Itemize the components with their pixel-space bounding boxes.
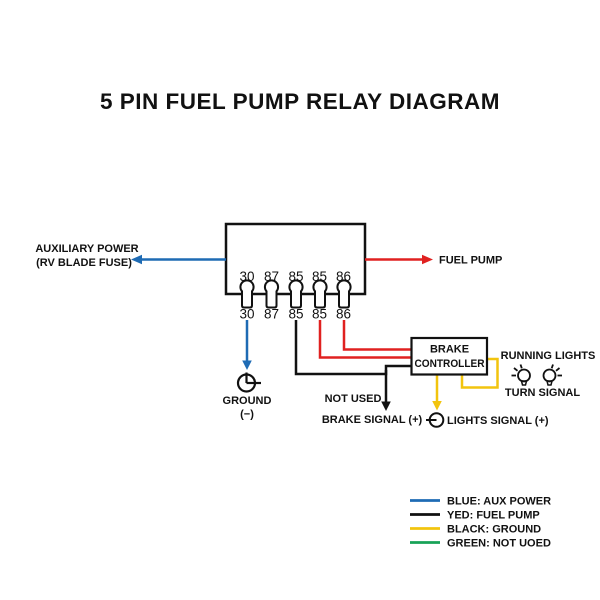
ground-symbol-icon [236,372,261,393]
red-wire-86 [342,320,412,351]
legend-label-aux-power: BLUE: AUX POWER [447,496,551,508]
lights-signal-symbol-icon [426,412,445,428]
turn-signal-label: TURN SIGNAL [505,387,580,399]
bulb-left-glass [517,368,531,383]
pin-label-bottom-85b: 85 [312,307,327,322]
relay-pin-30 [239,279,255,309]
lights-signal-arrowhead-icon [432,401,442,411]
black-wire [294,320,412,376]
relay-pin-85a [288,279,304,309]
pin-label-bottom-30: 30 [239,307,254,322]
pin-label-top-87: 87 [264,269,279,284]
aux-power-arrowhead-icon [131,254,142,265]
bulb-right-glass [542,368,557,383]
legend-label-ground: BLACK: GROUND [447,524,541,536]
not-used-label: NOT USED [325,393,382,405]
legend-label-not-used: GREEN: NOT UOED [447,538,551,550]
brake-controller-label-line2: CONTROLLER [415,358,485,370]
brake-controller-label-line1: BRAKE [430,344,469,356]
fuel-pump-arrowhead-icon [422,254,433,265]
brake-signal-label: BRAKE SIGNAL (+) [322,414,423,426]
red-wire-85 [318,320,412,359]
ground-arrowhead-icon [242,360,252,370]
bulb-left-base [520,380,528,386]
bulb-right-icon [542,364,562,386]
brake-controller-box [410,336,489,376]
bulb-right-base [546,380,553,386]
ground-label: GROUND [223,395,272,407]
bulb-left-ray2 [513,367,519,372]
fuel-pump-label: FUEL PUMP [439,255,502,267]
pin-label-bottom-86: 86 [336,307,351,322]
yellow-loop-wire [460,357,499,389]
pin-label-top-85a: 85 [288,269,303,284]
bulb-right-ray2 [555,367,561,372]
pin-label-top-86: 86 [336,269,351,284]
legend: BLUE: AUX POWER YED: FUEL PUMP BLACK: GR… [410,496,551,550]
pin-label-bottom-87: 87 [264,307,279,322]
aux-power-label-line1: AUXILIARY POWER [35,243,138,255]
aux-power-label-line2: (RV BLADE FUSE) [36,257,132,269]
pin-label-top-30: 30 [239,269,254,284]
bulb-left-ray3 [519,364,523,369]
diagram-title: 5 PIN FUEL PUMP RELAY DIAGRAM [100,89,500,114]
bulb-left-icon [511,364,531,386]
brake-signal-arrowhead-icon [381,401,391,411]
legend-label-fuel-pump: YED: FUEL PUMP [447,510,540,522]
relay-pin-87 [263,279,280,309]
running-lights-label: RUNNING LIGHTS [501,350,596,362]
pin-label-bottom-85a: 85 [288,307,303,322]
relay-pin-86 [336,279,352,309]
lights-signal-label: LIGHTS SIGNAL (+) [447,415,549,427]
relay-pin-85b [312,279,328,309]
pin-label-top-85b: 85 [312,269,327,284]
ground-polarity-label: (−) [240,409,254,421]
bulb-right-ray3 [550,364,554,369]
